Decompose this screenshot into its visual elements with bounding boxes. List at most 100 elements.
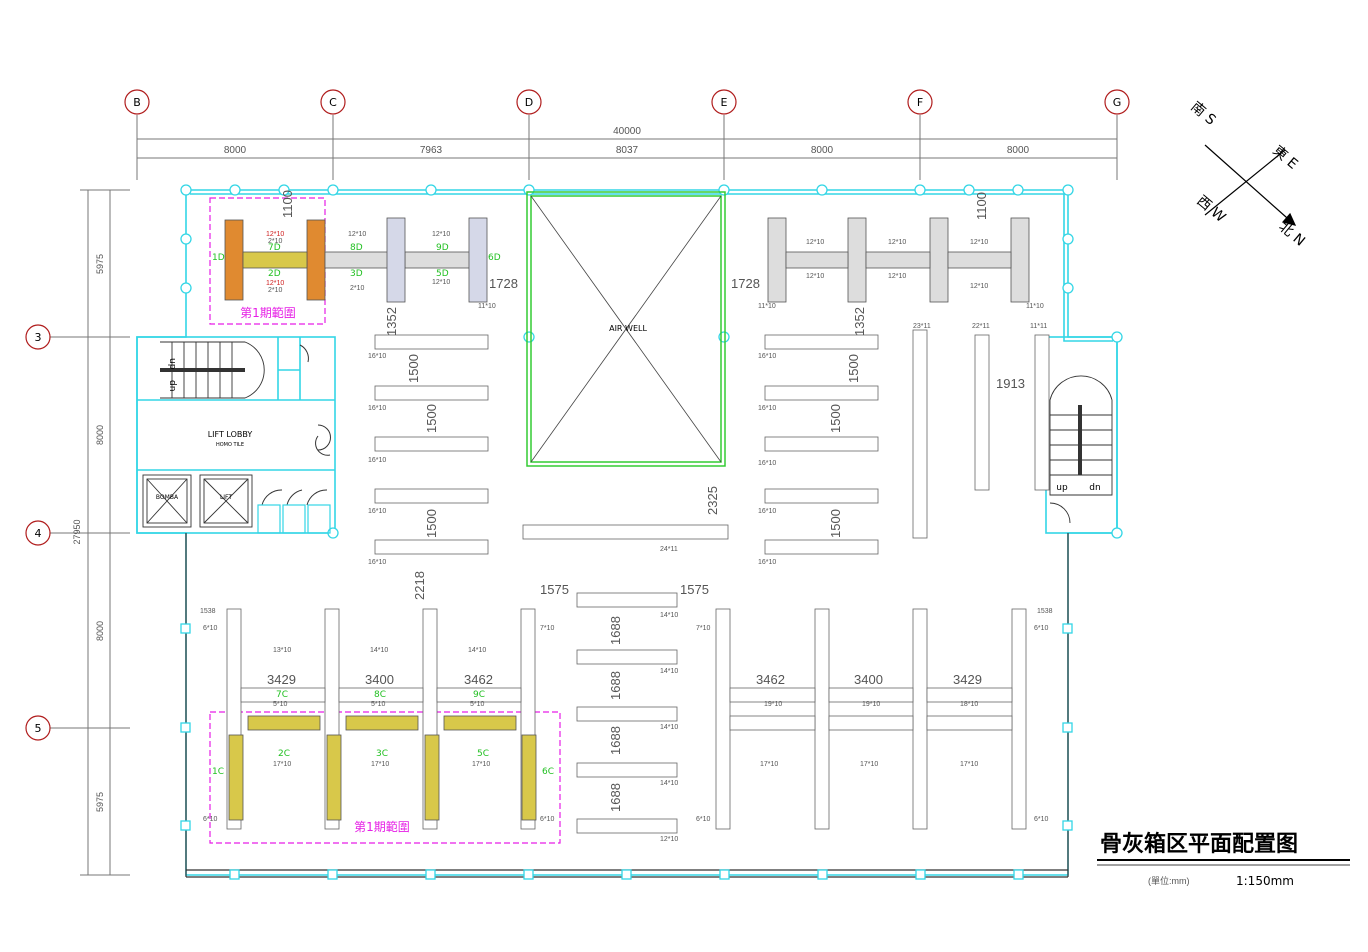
count-tr4: 12*10 (806, 273, 824, 280)
count-tr2: 12*10 (888, 239, 906, 246)
count-9c: 5*10 (470, 701, 485, 708)
phase1-boundary-top (209, 197, 326, 325)
depth-dim-2: 8000 (95, 425, 105, 445)
total-depth-dim: 27950 (72, 519, 82, 544)
span-dim-f-g: 8000 (1007, 145, 1030, 156)
count-c-1410c: 14*10 (660, 724, 678, 731)
count-tr7: 11*10 (758, 303, 776, 310)
count-r-1810: 18*10 (960, 701, 978, 708)
block-2c: 2C (278, 749, 290, 759)
count-r-610c: 6*10 (1034, 816, 1049, 823)
count-r-1710a: 17*10 (760, 761, 778, 768)
compass-east: 東 E (1269, 143, 1300, 173)
right-stair-up: up (1056, 483, 1068, 493)
block-9c: 9C (473, 690, 485, 700)
count-tr3: 12*10 (970, 239, 988, 246)
dim-1688-1: 1688 (608, 616, 623, 645)
compass-north: 北 N (1275, 219, 1307, 250)
grid-label-d: D (525, 96, 533, 109)
compass-south: 南 S (1187, 99, 1218, 129)
count-tr5: 12*10 (888, 273, 906, 280)
count-r-710: 7*10 (696, 625, 711, 632)
count-5c: 17*10 (472, 761, 490, 768)
depth-dim-4: 5975 (95, 792, 105, 812)
count-ml3: 16*10 (368, 457, 386, 464)
block-6d: 6D (488, 253, 501, 263)
block-7d: 7D (268, 243, 281, 253)
grid-label-4: 4 (35, 527, 42, 540)
count-2d: 12*10 (266, 280, 284, 287)
count-tr1: 12*10 (806, 239, 824, 246)
block-5c: 5C (477, 749, 489, 759)
count-3c: 17*10 (371, 761, 389, 768)
dim-1538-right: 1538 (1037, 608, 1053, 615)
count-3d: 2*10 (350, 285, 365, 292)
count-airwell-shelf: 24*11 (660, 546, 678, 553)
span-dim-d-e: 8037 (616, 145, 639, 156)
count-c-1410b: 14*10 (660, 668, 678, 675)
block-8c: 8C (374, 690, 386, 700)
count-ml5: 16*10 (368, 559, 386, 566)
air-well (526, 191, 726, 467)
count-l-610b: 6*10 (203, 816, 218, 823)
drawing-title: 骨灰箱区平面配置图 (1100, 831, 1298, 857)
grid-label-e: E (721, 96, 728, 109)
dim-3400-r: 3400 (854, 672, 883, 687)
phase1-label-top: 第1期範圍 (240, 305, 296, 320)
dim-3462-l: 3462 (464, 672, 493, 687)
count-7d: 12*10 (266, 231, 284, 238)
count-ml1: 16*10 (368, 353, 386, 360)
count-2d-b: 2*10 (268, 287, 283, 294)
dim-3400-l: 3400 (365, 672, 394, 687)
left-stair (160, 341, 265, 399)
column-markers (180, 184, 1123, 880)
count-col1: 23*11 (913, 323, 931, 330)
bomba-lift-label: BOMBA (156, 494, 179, 501)
shelves-mid-left (374, 329, 1050, 555)
count-mr3: 16*10 (758, 460, 776, 467)
top-dimensions (136, 115, 1118, 180)
count-7d-b: 2*10 (268, 238, 283, 245)
right-stair-dn: dn (1089, 483, 1100, 493)
grid-label-5: 5 (35, 722, 42, 735)
block-1c: 1C (212, 767, 224, 777)
compass-west: 西 W (1193, 193, 1228, 226)
compass-icon (1204, 144, 1297, 226)
count-r-1910a: 19*10 (764, 701, 782, 708)
drawing-unit: (單位:mm) (1148, 875, 1190, 886)
dim-1500-r3: 1500 (828, 509, 843, 538)
dim-1538-left: 1538 (200, 608, 216, 615)
count-col3: 11*11 (1030, 323, 1047, 330)
count-ml2: 16*10 (368, 405, 386, 412)
count-9d: 12*10 (432, 231, 450, 238)
count-7c: 5*10 (273, 701, 288, 708)
dim-1728-right: 1728 (731, 276, 760, 291)
count-mr2: 16*10 (758, 405, 776, 412)
grid-label-f: F (917, 96, 923, 109)
dim-1100-left: 1100 (280, 190, 295, 218)
count-2c: 17*10 (273, 761, 291, 768)
dim-1500-l2: 1500 (424, 404, 439, 433)
count-r-1710c: 17*10 (960, 761, 978, 768)
block-6c: 6C (542, 767, 554, 777)
grid-label-g: G (1113, 96, 1122, 109)
count-r-610a: 6*10 (1034, 625, 1049, 632)
dim-3429-r: 3429 (953, 672, 982, 687)
dim-3429-l: 3429 (267, 672, 296, 687)
dim-2218: 2218 (412, 571, 427, 600)
grid-label-b: B (133, 96, 141, 109)
lobby-doors (261, 344, 331, 506)
count-l-1410b: 14*10 (468, 647, 486, 654)
dim-1500-r2: 1500 (828, 404, 843, 433)
count-ml4: 16*10 (368, 508, 386, 515)
span-dim-e-f: 8000 (811, 145, 834, 156)
dim-1913: 1913 (996, 376, 1025, 391)
count-6c-610: 6*10 (540, 816, 555, 823)
dim-2325: 2325 (705, 486, 720, 515)
left-stair-up: up (167, 358, 177, 370)
lift-label: LIFT (220, 494, 232, 501)
count-l-710: 7*10 (540, 625, 555, 632)
lift-lobby-finish: HOMO TILE (216, 442, 244, 448)
count-col2: 22*11 (972, 323, 990, 330)
